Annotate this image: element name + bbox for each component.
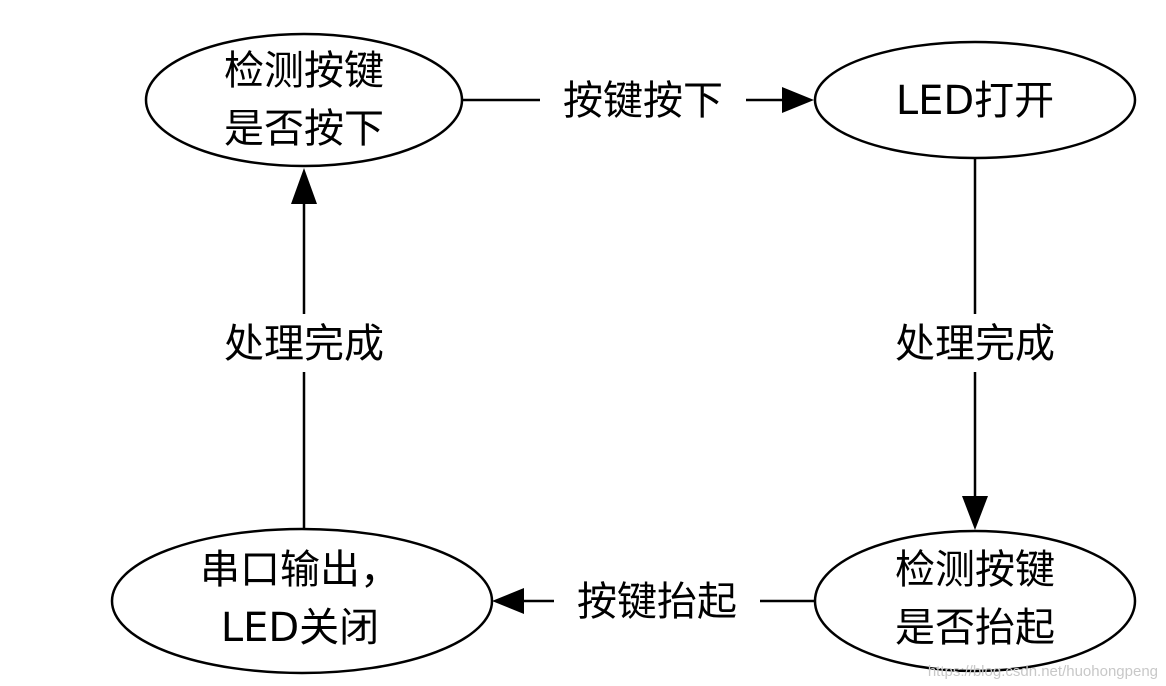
node-text-line-2: 是否按下: [224, 106, 384, 152]
edge-label-key-released: 按键抬起: [577, 579, 737, 625]
edge-label-processing-done-right: 处理完成: [895, 321, 1055, 367]
edge-label-processing-done-left: 处理完成: [224, 321, 384, 367]
watermark-url: https://blog.csdn.net/huohongpeng: [928, 663, 1158, 680]
arrowhead-down-icon: [962, 496, 988, 530]
edge-led-on-to-detect-release: 处理完成: [872, 158, 1078, 530]
edge-press-to-led-on: 按键按下: [462, 74, 814, 126]
node-text-line-1: LED打开: [896, 78, 1054, 124]
edge-release-to-serial: 按键抬起: [492, 574, 818, 628]
arrowhead-right-icon: [782, 87, 814, 113]
edge-label-key-pressed: 按键按下: [563, 78, 723, 124]
node-detect-key-pressed: 检测按键 是否按下: [144, 32, 464, 168]
node-text-line-1: 检测按键: [895, 547, 1055, 593]
arrowhead-up-icon: [291, 168, 317, 204]
arrowhead-left-icon: [492, 588, 524, 614]
node-led-on: LED打开: [813, 40, 1137, 160]
node-detect-key-released: 检测按键 是否抬起: [813, 529, 1137, 673]
node-text-line-1: 串口输出，: [200, 547, 400, 593]
node-text-line-2: 是否抬起: [895, 605, 1055, 651]
node-text-line-2: LED关闭: [221, 605, 379, 651]
node-text-line-1: 检测按键: [224, 48, 384, 94]
node-serial-output-led-off: 串口输出， LED关闭: [110, 527, 494, 675]
edge-serial-to-detect-press: 处理完成: [202, 168, 408, 532]
